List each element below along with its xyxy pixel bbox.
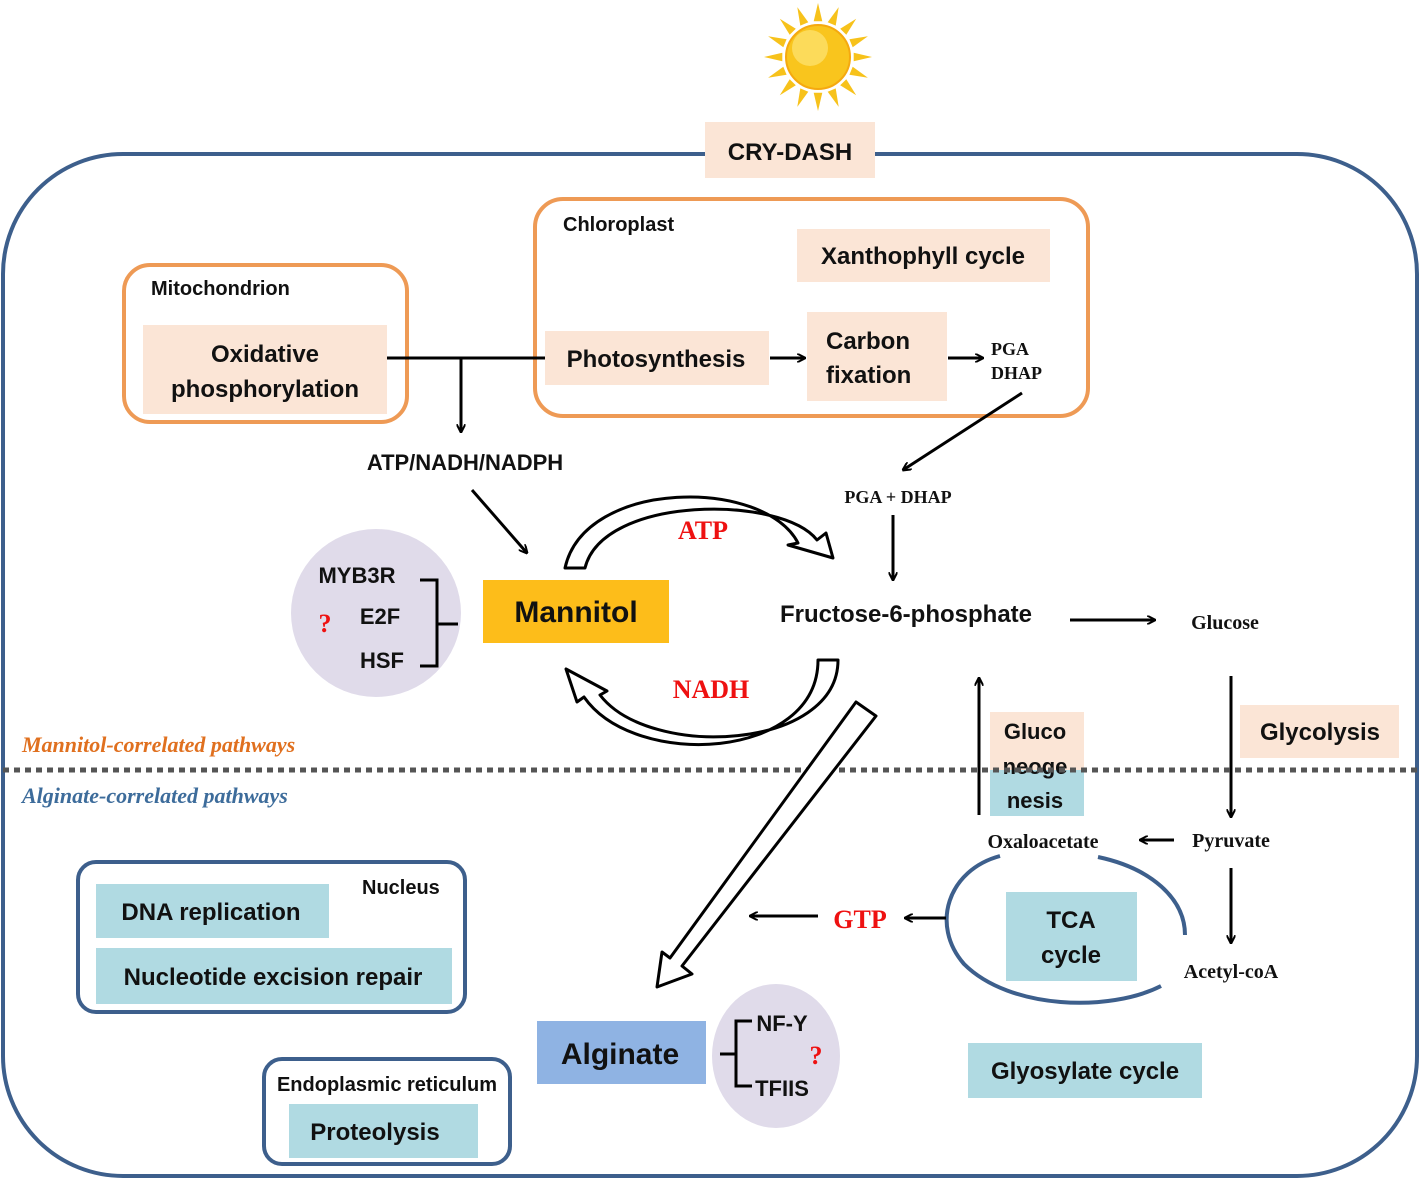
glucose-label: Glucose — [1191, 612, 1259, 634]
glyoxylate-box — [968, 1043, 1202, 1098]
sun-ray — [853, 52, 872, 62]
oxaloacetate-label: Oxaloacetate — [987, 831, 1098, 853]
arrow-energy-to-mannitol — [470, 489, 527, 553]
tca-cycle-ring — [944, 854, 1187, 1005]
nadh-cycle-arrow — [564, 658, 840, 746]
dhap-label: DHAP — [991, 363, 1042, 383]
sun-ray — [779, 18, 796, 35]
tf-tfiis: TFIIS — [755, 1076, 809, 1101]
chloroplast-box — [533, 197, 1090, 418]
gluconeo-line-3: nesis — [1007, 788, 1063, 813]
alginate-box — [537, 1021, 706, 1084]
gtp-label: GTP — [833, 905, 887, 934]
mannitol-tf-question-icon: ? — [319, 609, 332, 638]
oxidative-line-2: phosphorylation — [171, 376, 359, 403]
pga-label: PGA — [991, 339, 1029, 359]
tf-hsf: HSF — [360, 648, 404, 673]
acetyl-coa-label: Acetyl-coA — [1184, 961, 1279, 983]
tf-myb3r: MYB3R — [318, 563, 395, 588]
alginate-label: Alginate — [561, 1038, 679, 1071]
cry-dash-box — [705, 122, 875, 178]
mannitol-box — [483, 580, 669, 643]
proteolysis-label: Proteolysis — [310, 1119, 439, 1146]
xanthophyll-label: Xanthophyll cycle — [821, 243, 1025, 270]
oxidative-line-1: Oxidative — [211, 341, 319, 368]
dna-replication-box — [96, 884, 329, 938]
photosynthesis-label: Photosynthesis — [567, 346, 746, 373]
tca-line-1: TCA — [1046, 907, 1095, 934]
pga-dhap-label: PGA + DHAP — [844, 487, 951, 507]
oxidative-box — [143, 325, 387, 414]
sun-ray — [768, 66, 787, 78]
arrow-pga-out — [903, 391, 1023, 470]
energy-label: ATP/NADH/NADPH — [367, 450, 563, 475]
atp-cycle-arrow — [563, 495, 835, 570]
er-label: Endoplasmic reticulum — [277, 1074, 497, 1096]
mannitol-tf-bracket — [420, 578, 458, 668]
mannitol-section-label: Mannitol-correlated pathways — [21, 732, 295, 757]
nucleus-label: Nucleus — [362, 877, 440, 899]
mannitol-label: Mannitol — [514, 596, 637, 629]
ner-label: Nucleotide excision repair — [124, 964, 423, 991]
glycolysis-label: Glycolysis — [1260, 719, 1380, 746]
gluconeo-line-1: Gluco — [1004, 719, 1066, 744]
cry-dash-label: CRY-DASH — [728, 139, 852, 166]
carbon-fixation-line-2: fixation — [826, 362, 911, 389]
alginate-tf-question-icon: ? — [810, 1041, 823, 1070]
nadh-label: NADH — [673, 675, 750, 704]
proteolysis-box — [289, 1104, 478, 1158]
alginate-section-label: Alginate-correlated pathways — [20, 783, 288, 808]
gluconeo-orange-box — [990, 712, 1084, 770]
sun-ray — [813, 92, 823, 111]
er-box — [262, 1057, 512, 1166]
atp-label: ATP — [678, 516, 728, 545]
chloroplast-label: Chloroplast — [563, 214, 674, 236]
xanthophyll-box — [797, 229, 1050, 282]
tf-e2f: E2F — [360, 604, 400, 629]
pyruvate-label: Pyruvate — [1192, 830, 1270, 852]
sun-ray — [849, 36, 868, 48]
sun-ray — [779, 79, 796, 96]
tf-nf-y: NF-Y — [756, 1011, 808, 1036]
carbon-fixation-box — [807, 312, 947, 401]
sun-ray — [827, 88, 839, 107]
sun-ray — [797, 7, 809, 26]
sun-ray — [813, 3, 823, 22]
alginate-tf-bracket — [720, 1019, 752, 1088]
mitochondrion-box — [122, 263, 409, 424]
fructose-to-alginate-arrow — [655, 700, 878, 989]
dna-replication-label: DNA replication — [121, 899, 300, 926]
fructose-label: Fructose-6-phosphate — [780, 601, 1032, 628]
tca-box — [1006, 892, 1137, 981]
cell-membrane — [1, 152, 1419, 1178]
gluconeo-blue-box — [990, 770, 1084, 816]
mitochondrion-label: Mitochondrion — [151, 278, 290, 300]
ner-box — [96, 948, 452, 1004]
sun-ray — [840, 79, 857, 96]
photosynthesis-box — [545, 331, 769, 385]
glycolysis-box — [1240, 705, 1399, 758]
mannitol-tf-circle — [291, 529, 461, 697]
sun-ray — [768, 36, 787, 48]
gluconeo-line-2: neoge — [1003, 754, 1068, 779]
sun-ray — [797, 88, 809, 107]
sun-icon — [764, 3, 872, 111]
glyoxylate-label: Glyosylate cycle — [991, 1058, 1179, 1085]
sun-ray — [840, 18, 857, 35]
nucleus-box — [76, 860, 467, 1014]
sun-ray — [827, 7, 839, 26]
carbon-fixation-line-1: Carbon — [826, 328, 910, 355]
sun-ray — [764, 52, 783, 62]
tca-line-2: cycle — [1041, 942, 1101, 969]
sun-ray — [849, 66, 868, 78]
